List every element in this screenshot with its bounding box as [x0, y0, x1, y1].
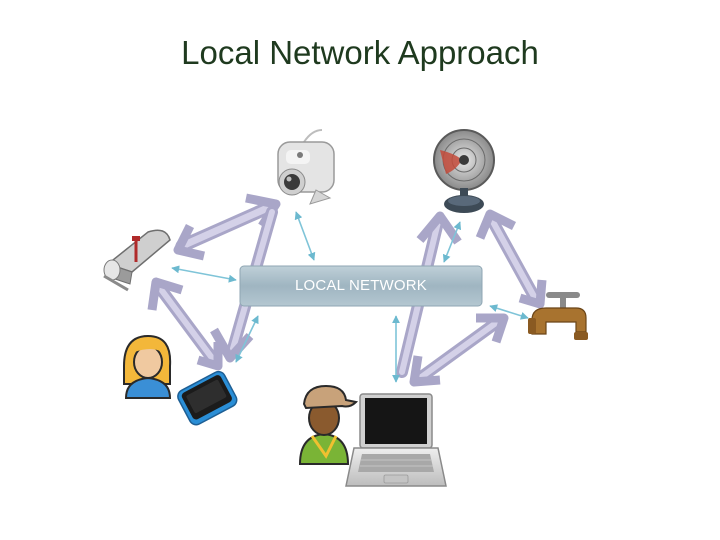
thick-arrow-mailbox-webcam — [173, 193, 281, 261]
link-fan-hub — [442, 221, 462, 263]
desk-fan-icon — [433, 129, 495, 213]
laptop-icon — [345, 393, 447, 487]
water-faucet-icon — [528, 292, 588, 340]
thick-arrow-links — [147, 193, 547, 387]
thick-arrow-faucet-laptop — [409, 313, 509, 387]
thick-arrow-fan-faucet — [475, 209, 547, 309]
webcam-icon — [277, 129, 335, 205]
hub-label: LOCAL NETWORK — [294, 277, 428, 294]
mailbox-icon — [103, 229, 171, 292]
thin-hub-links — [171, 211, 529, 383]
man-avatar-icon — [298, 384, 359, 465]
local-network-hub — [240, 266, 482, 306]
smartphone-icon — [177, 370, 238, 426]
thick-arrow-mailbox-phone — [147, 277, 223, 371]
woman-avatar-icon — [123, 334, 172, 399]
link-faucet-hub — [489, 304, 529, 320]
link-phone-hub — [235, 315, 259, 363]
link-mailbox-hub — [171, 265, 237, 283]
slide-title: Local Network Approach — [181, 34, 539, 71]
link-webcam-hub — [294, 211, 316, 261]
